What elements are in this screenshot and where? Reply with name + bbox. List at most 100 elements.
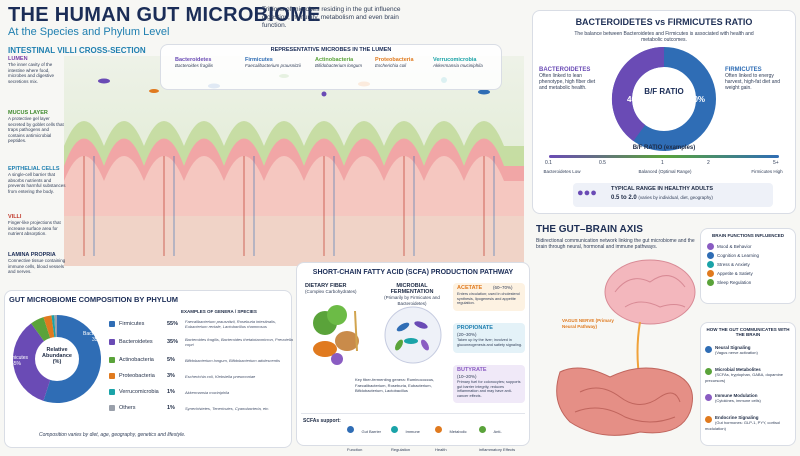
brain-functions-panel: BRAIN FUNCTIONS INFLUENCED Mood & Behavi… — [700, 228, 796, 304]
composition-donut — [13, 315, 101, 403]
microbe-firmicutes: Firmicutes Faecalibacterium prausnitzii — [245, 57, 305, 69]
scale-left-label: Bacteroidetes Low — [543, 169, 581, 174]
shield-icon — [347, 426, 354, 433]
propionate-card: PROPIONATE (20–30%) Taken up by the live… — [453, 323, 525, 353]
microbe-phylum: Firmicutes — [245, 57, 273, 63]
ratio-donut — [612, 47, 716, 151]
acetate-card: ACETATE (60–70%) Enters circulation; use… — [453, 283, 525, 311]
function-label: Sleep Regulation — [717, 280, 752, 285]
label-mucus-name: MUCUS LAYER — [8, 110, 48, 116]
comm-item: Microbial Metabolites (SCFAs, tryptophan… — [705, 367, 791, 383]
fiber-sub: (Complex Carbohydrates) — [305, 289, 357, 294]
row-examples: Synechistetes, Tenericutes, Cyanobacteri… — [185, 405, 270, 411]
sleep-icon — [707, 279, 714, 286]
acid-name: BUTYRATE — [457, 367, 487, 373]
acid-desc: Taken up by the liver; involved in gluco… — [457, 338, 523, 347]
function-label: Stress & Anxiety — [717, 262, 750, 267]
row-examples: Bacteroides fragilis, Bacteroides thetai… — [185, 337, 293, 347]
cognition-icon — [707, 252, 714, 259]
label-lumen-name: LUMEN — [8, 56, 28, 62]
comm-sub: (Cytokines, immune cells) — [715, 398, 761, 403]
swatch — [109, 389, 115, 395]
microbe-species: Bifidobacterium longum — [315, 63, 363, 68]
row-examples: Faecalibacterium prausnitzii, Roseburia … — [185, 319, 276, 329]
swatch — [109, 357, 115, 363]
ratio-right: FIRMICUTES Often linked to energy harves… — [725, 67, 789, 91]
immune-icon — [391, 426, 398, 433]
row-examples: Akkermansia muciniphila — [185, 389, 230, 395]
row-name: Proteobacteria — [119, 373, 155, 379]
comm-item: Immune Modulation (Cytokines, immune cel… — [705, 393, 791, 404]
acid-pct: (10–20%) — [457, 374, 477, 379]
comm-title: HOW THE GUT COMMUNICATES WITH THE BRAIN — [706, 327, 790, 337]
function-label: Appetite & Satiety — [717, 271, 753, 276]
label-mucus-desc: A protective gel layer secreted by goble… — [8, 116, 64, 143]
row-pct: 3% — [167, 373, 175, 379]
row-name: Actinobacteria — [119, 357, 154, 363]
typical-range-box: ●●● TYPICAL RANGE IN HEALTHY ADULTS 0.5 … — [573, 183, 773, 207]
label-epithelial-name: EPITHELIAL CELLS — [8, 166, 60, 172]
microbe-bacteroidetes: Bacteroidetes Bacteroides fragilis — [175, 57, 235, 69]
scale-mid-label: Balanced (Optimal Range) — [638, 169, 692, 174]
function-item: Sleep Regulation — [707, 279, 759, 286]
table-row: Bacteroidetes 35% Bacteroides fragilis, Ba… — [109, 337, 295, 347]
ferm-title: MICROBIAL FERMENTATION — [390, 283, 434, 295]
functions-title: BRAIN FUNCTIONS INFLUENCED — [712, 233, 784, 238]
ferm-sub: (Primarily by Firmicutes and Bacteroidet… — [384, 295, 440, 306]
row-pct: 1% — [167, 405, 175, 411]
flame-icon — [435, 426, 442, 433]
support-item: Metabolic Health — [435, 420, 475, 456]
row-examples: Escherichia coli, Klebsiella pneumoniae — [185, 373, 256, 379]
microbe-species: Escherichia coli — [375, 63, 407, 68]
donut-bacteroidetes-label: Bacteroidetes 35% — [83, 331, 114, 343]
support-label: SCFAs support: — [303, 418, 341, 424]
ratio-subtitle: The balance between Bacteroidetes and Fi… — [574, 31, 754, 43]
donut-firmicutes-label: Firmicutes 55% — [5, 355, 29, 367]
support-text: Anti-inflammatory Effects — [479, 429, 516, 452]
label-villi: VILLI Finger-like projections that incre… — [8, 214, 66, 237]
fiber-block: DIETARY FIBER (Complex Carbohydrates) — [305, 283, 369, 295]
swatch — [109, 405, 115, 411]
intestine-shape — [556, 367, 693, 436]
brain-title: THE GUT–BRAIN AXIS — [536, 224, 643, 235]
ratio-left-desc: Often linked to lean phenotype, high fib… — [539, 73, 596, 91]
villi-illustration — [64, 56, 524, 266]
tick-1: 0.5 — [599, 160, 606, 166]
acid-name: ACETATE — [457, 285, 483, 291]
mood-icon — [707, 243, 714, 250]
support-item: Anti-inflammatory Effects — [479, 420, 523, 456]
ratio-bacteroidetes-arc — [612, 47, 665, 142]
row-pct: 35% — [167, 339, 179, 345]
tick-3: 2 — [707, 160, 710, 166]
label-lamina-name: LAMINA PROPRIA — [8, 252, 56, 258]
microbe-actinobacteria: Actinobacteria Bifidobacterium longum — [315, 57, 375, 69]
row-pct: 1% — [167, 389, 175, 395]
ratio-center: B/F RATIO — [644, 87, 684, 96]
label-epithelial-desc: A single-cell barrier that absorbs nutri… — [8, 172, 66, 194]
microbe-proteobacteria: Proteobacteria Escherichia coli — [375, 57, 435, 69]
butyrate-card: BUTYRATE (10–20%) Primary fuel for colon… — [453, 365, 525, 403]
comm-name: Microbial Metabolites — [715, 367, 761, 372]
scale-right-label: Firmicutes High — [751, 169, 783, 174]
vagus-label: VAGUS NERVE (Primary Neural Pathway) — [562, 318, 614, 329]
acid-name: PROPIONATE — [457, 325, 493, 331]
row-pct: 5% — [167, 357, 175, 363]
label-epithelial: EPITHELIAL CELLS A single-cell barrier t… — [8, 166, 66, 194]
ratio-left-pct: 40% — [627, 95, 644, 104]
acid-pct: (20–30%) — [457, 332, 477, 337]
label-lumen: LUMEN The inner cavity of the intestine … — [8, 56, 66, 84]
microbe-verrucomicrobia: Verrucomicrobia Akkermansia muciniphila — [433, 57, 497, 69]
typical-line: 0.5 to 2.0 (varies by individual, diet, … — [611, 195, 713, 201]
comm-sub: (Gut hormones: GLP-1, PYY, cortisol modu… — [705, 420, 781, 431]
function-item: Appetite & Satiety — [707, 270, 759, 277]
microbe-phylum: Actinobacteria — [315, 57, 354, 63]
donut-center-label: Relative Abundance (%) — [42, 347, 72, 365]
row-name: Bacteroidetes — [119, 339, 153, 345]
comm-name: Neural Signaling — [715, 345, 751, 350]
row-name: Verrucomicrobia — [119, 389, 159, 395]
microbes-title: REPRESENTATIVE MICROBES IN THE LUMEN — [270, 47, 392, 53]
label-villi-name: VILLI — [8, 214, 22, 220]
acid-desc: Primary fuel for colonocytes; supports g… — [457, 380, 521, 398]
